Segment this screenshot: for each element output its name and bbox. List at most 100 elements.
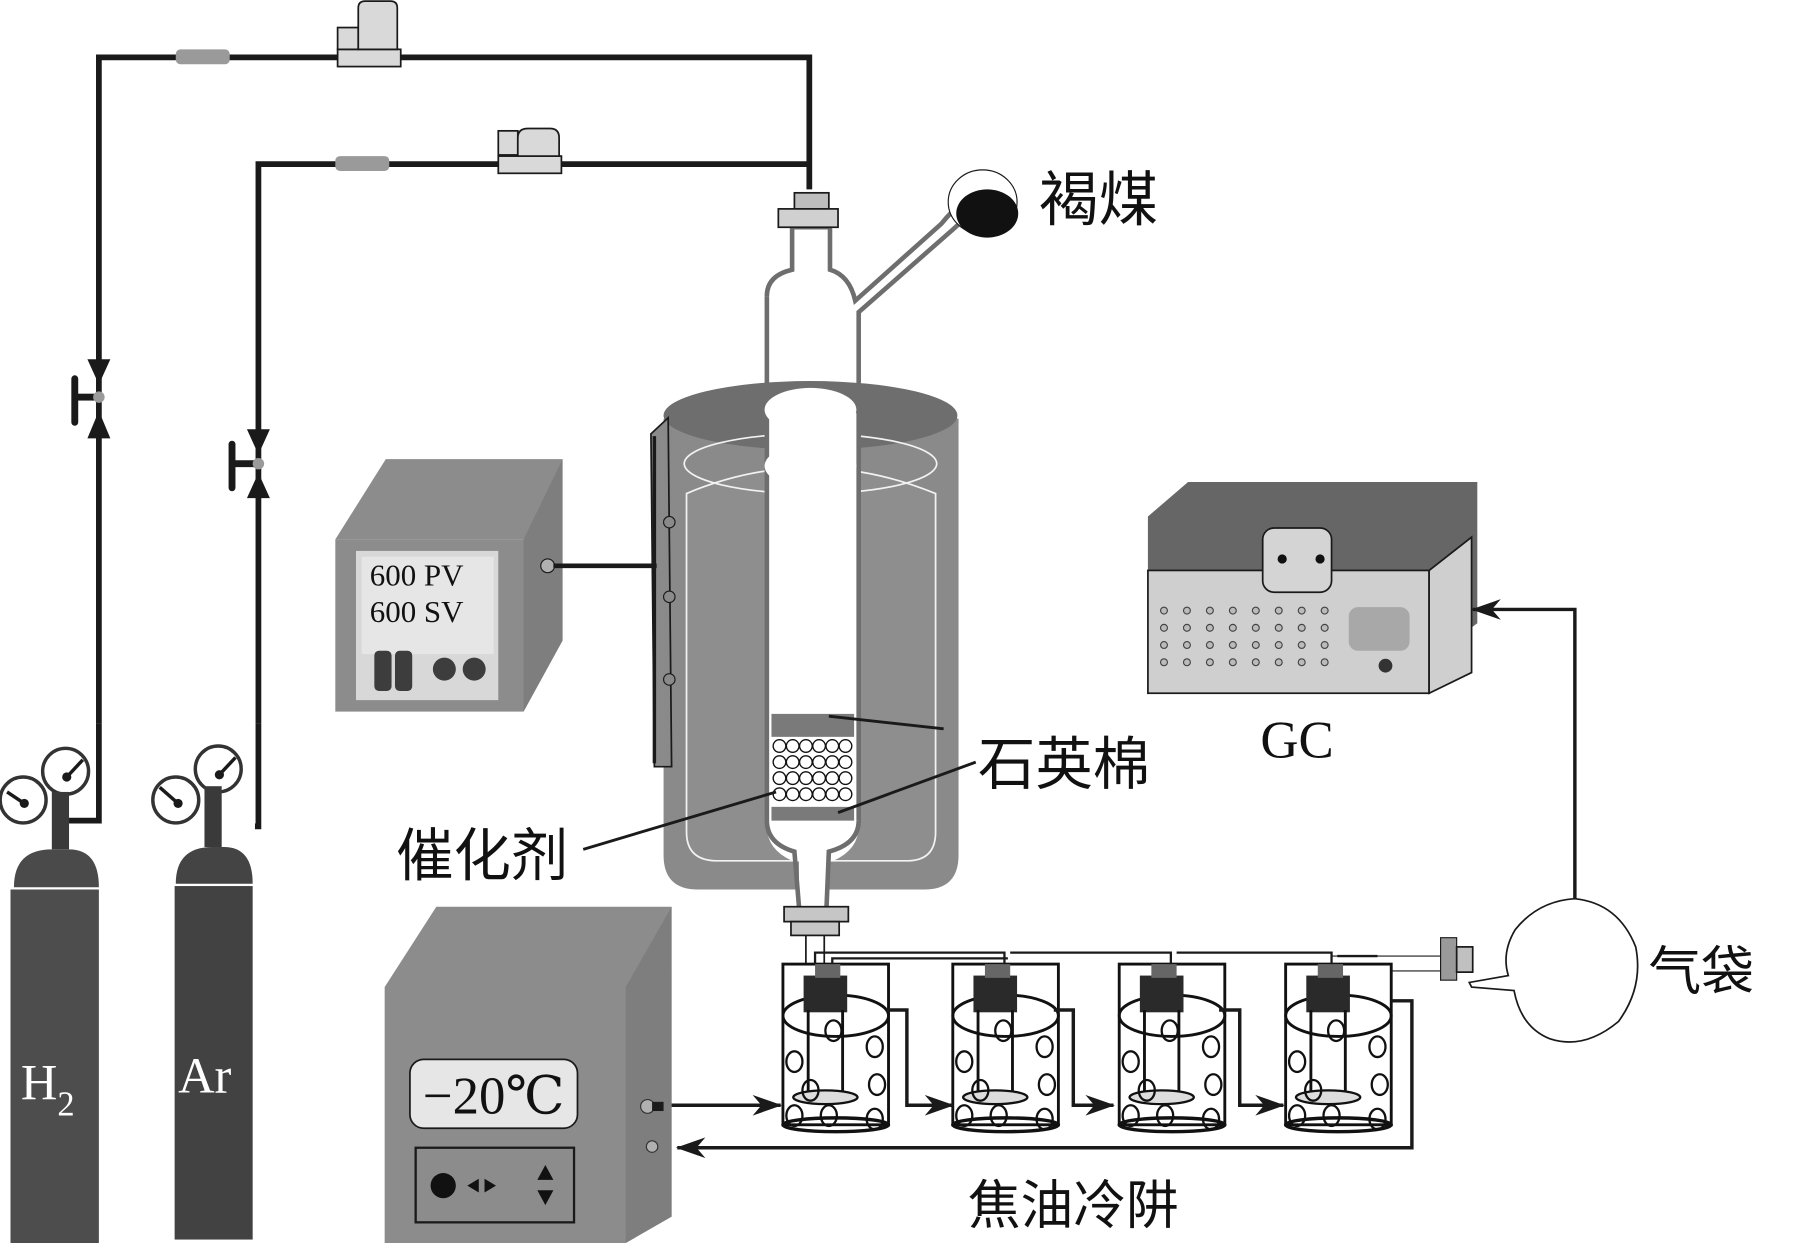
gc-vent-dot	[1320, 658, 1329, 667]
valve-h2	[71, 359, 111, 439]
coolant-bubble	[1201, 1107, 1221, 1131]
filter-h2	[175, 49, 230, 65]
cold-trap	[1283, 962, 1393, 1134]
pressure-gauge-icon	[40, 746, 91, 796]
tar-cold-traps	[781, 962, 1393, 1134]
coolant-bubble	[1368, 1035, 1387, 1059]
chiller-unit: −20℃	[384, 906, 672, 1243]
catalyst-bead	[825, 771, 840, 786]
gc-vent-dot	[1205, 606, 1214, 615]
gc-vent-dot	[1297, 658, 1306, 667]
catalyst-bead	[798, 739, 813, 754]
coolant-bubble	[867, 1073, 887, 1097]
catalyst-bead	[798, 787, 813, 802]
mass-flow-controller-ar	[497, 127, 563, 175]
valve-ar	[228, 429, 270, 499]
gas-bag	[1331, 897, 1639, 1043]
coolant-bubble	[801, 1078, 820, 1102]
coolant-bubble	[971, 1078, 990, 1102]
down-arrow-icon[interactable]	[537, 1190, 554, 1206]
label-quartz-wool: 石英棉	[978, 731, 1150, 798]
gc-display	[1348, 607, 1410, 651]
cold-trap	[951, 962, 1061, 1134]
regulator-pipe-h2	[69, 723, 102, 824]
catalyst-bead	[838, 739, 853, 754]
label-gas-bag: 气袋	[1648, 941, 1754, 1002]
catalyst-bead	[825, 787, 840, 802]
gc-vent-dot	[1297, 623, 1306, 632]
gc-vent-dot	[1251, 658, 1260, 667]
controller-switch[interactable]	[394, 650, 413, 691]
coolant-bubble	[989, 1104, 1008, 1128]
gc-vent-dot	[1159, 623, 1168, 632]
gc-vent-dot	[1251, 641, 1260, 650]
coolant-bubble	[955, 1104, 974, 1128]
catalyst-bead	[772, 755, 787, 770]
coolant-bubble	[1326, 1019, 1346, 1043]
chiller-temperature-display: −20℃	[423, 1067, 565, 1125]
gas-cylinder-h2: H2	[0, 746, 99, 1243]
gc-vent-dot	[1274, 606, 1283, 615]
left-arrow-icon[interactable]	[467, 1178, 479, 1193]
label-catalyst: 催化剂	[396, 823, 568, 890]
chiller-power-button[interactable]	[430, 1172, 456, 1199]
coolant-bubble	[1035, 1107, 1054, 1131]
cylinder-subscript-h2: 2	[57, 1086, 74, 1124]
controller-switch[interactable]	[374, 650, 392, 691]
cylinder-label-h2: H	[21, 1055, 57, 1111]
filter-ar	[335, 156, 390, 172]
coolant-bubble	[865, 1107, 884, 1131]
leader-quartz-wool-top	[828, 714, 944, 731]
catalyst-bead	[838, 787, 853, 802]
quartz-wool-bottom	[771, 806, 855, 821]
catalyst-bead	[812, 771, 827, 786]
right-arrow-icon[interactable]	[484, 1178, 496, 1193]
gc-vent-dot	[1205, 641, 1214, 650]
gc-vent-dot	[1205, 658, 1214, 667]
up-arrow-icon[interactable]	[537, 1164, 554, 1180]
gc-vent-dot	[1182, 658, 1191, 667]
pv-readout: 600 PV	[370, 557, 464, 592]
coolant-bubble	[1370, 1073, 1389, 1097]
gas-cylinder-ar: Ar	[151, 744, 253, 1240]
gc-vent-dot	[1274, 623, 1283, 632]
controller-knob[interactable]	[432, 657, 456, 681]
gc-vent-dot	[1159, 606, 1168, 615]
gc-vent-dots	[1159, 606, 1329, 667]
coolant-bubble	[1121, 1050, 1140, 1074]
cylinder-label-ar: Ar	[178, 1048, 231, 1104]
coolant-bubble	[1035, 1035, 1054, 1059]
coolant-bubble	[1322, 1104, 1341, 1128]
coolant-loop	[663, 999, 1414, 1159]
coolant-bubble	[785, 1104, 804, 1128]
label-lignite: 褐煤	[1039, 166, 1158, 235]
coolant-bubble	[1304, 1078, 1323, 1102]
gc-power-button[interactable]	[1378, 658, 1393, 673]
pressure-gauge-icon	[193, 744, 243, 794]
label-gc: GC	[1260, 712, 1333, 770]
cold-trap	[1117, 962, 1227, 1134]
gc-vent-dot	[1320, 606, 1329, 615]
gc-vent-dot	[1228, 641, 1237, 650]
gc-vent-dot	[1182, 606, 1191, 615]
catalyst-bead	[772, 787, 787, 802]
leader-quartz-wool-bottom	[837, 760, 977, 814]
coolant-bubble	[1287, 1104, 1307, 1128]
gc-vent-dot	[1297, 606, 1306, 615]
svg-text:H2: H2	[21, 1055, 75, 1124]
catalyst-bead	[772, 739, 787, 754]
quartz-wool-top	[771, 713, 855, 737]
catalyst-bead	[785, 755, 800, 770]
gc-vent-dot	[1251, 623, 1260, 632]
coolant-bubble	[865, 1035, 884, 1059]
coolant-bubble	[824, 1019, 843, 1043]
catalyst-bead	[798, 771, 813, 786]
gc-vent-dot	[1228, 658, 1237, 667]
gc-vent-dot	[1182, 623, 1191, 632]
controller-knob[interactable]	[462, 657, 486, 681]
gc-vent-dot	[1159, 658, 1168, 667]
coolant-bubble	[1287, 1050, 1307, 1074]
catalyst-bead	[838, 771, 853, 786]
